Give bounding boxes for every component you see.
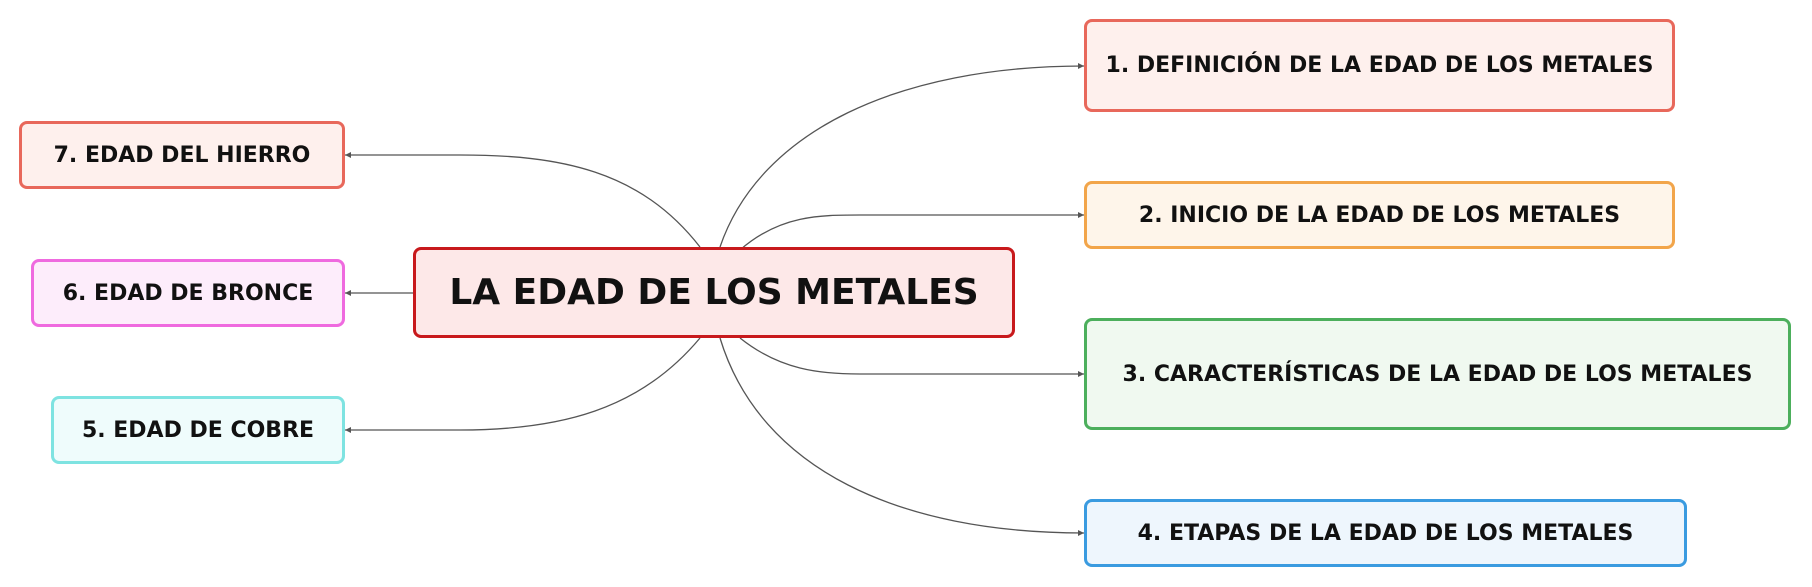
topic-node-1[interactable]: 1. DEFINICIÓN DE LA EDAD DE LOS METALES bbox=[1084, 19, 1675, 112]
arrowhead-node-6 bbox=[345, 290, 351, 296]
arrowhead-node-7 bbox=[345, 152, 351, 158]
topic-node-7[interactable]: 7. EDAD DEL HIERRO bbox=[19, 121, 345, 189]
connector-center-to-node-3 bbox=[739, 337, 1084, 375]
topic-node-6[interactable]: 6. EDAD DE BRONCE bbox=[31, 259, 345, 327]
connector-center-to-node-7 bbox=[345, 154, 701, 248]
topic-node-6-label: 6. EDAD DE BRONCE bbox=[62, 280, 314, 306]
arrowhead-node-2 bbox=[1078, 212, 1084, 218]
topic-node-4[interactable]: 4. ETAPAS DE LA EDAD DE LOS METALES bbox=[1084, 499, 1687, 567]
topic-node-3[interactable]: 3. CARACTERÍSTICAS DE LA EDAD DE LOS MET… bbox=[1084, 318, 1791, 430]
topic-node-2-label: 2. INICIO DE LA EDAD DE LOS METALES bbox=[1138, 202, 1621, 228]
topic-node-7-label: 7. EDAD DEL HIERRO bbox=[53, 142, 311, 168]
topic-node-5-label: 5. EDAD DE COBRE bbox=[81, 417, 315, 443]
connector-center-to-node-4 bbox=[719, 337, 1085, 534]
topic-node-4-label: 4. ETAPAS DE LA EDAD DE LOS METALES bbox=[1137, 520, 1634, 546]
topic-node-5[interactable]: 5. EDAD DE COBRE bbox=[51, 396, 345, 464]
arrowhead-node-5 bbox=[345, 427, 351, 433]
central-topic-label: LA EDAD DE LOS METALES bbox=[449, 272, 979, 313]
topic-node-2[interactable]: 2. INICIO DE LA EDAD DE LOS METALES bbox=[1084, 181, 1675, 249]
central-topic[interactable]: LA EDAD DE LOS METALES bbox=[413, 247, 1015, 338]
arrowhead-node-1 bbox=[1078, 63, 1084, 69]
connector-center-to-node-1 bbox=[719, 65, 1085, 248]
connector-center-to-node-5 bbox=[345, 337, 701, 431]
arrowhead-node-4 bbox=[1078, 530, 1084, 536]
connector-center-to-node-2 bbox=[739, 214, 1084, 251]
arrowhead-node-3 bbox=[1078, 371, 1084, 377]
topic-node-1-label: 1. DEFINICIÓN DE LA EDAD DE LOS METALES bbox=[1105, 53, 1654, 78]
topic-node-3-label: 3. CARACTERÍSTICAS DE LA EDAD DE LOS MET… bbox=[1122, 361, 1753, 387]
